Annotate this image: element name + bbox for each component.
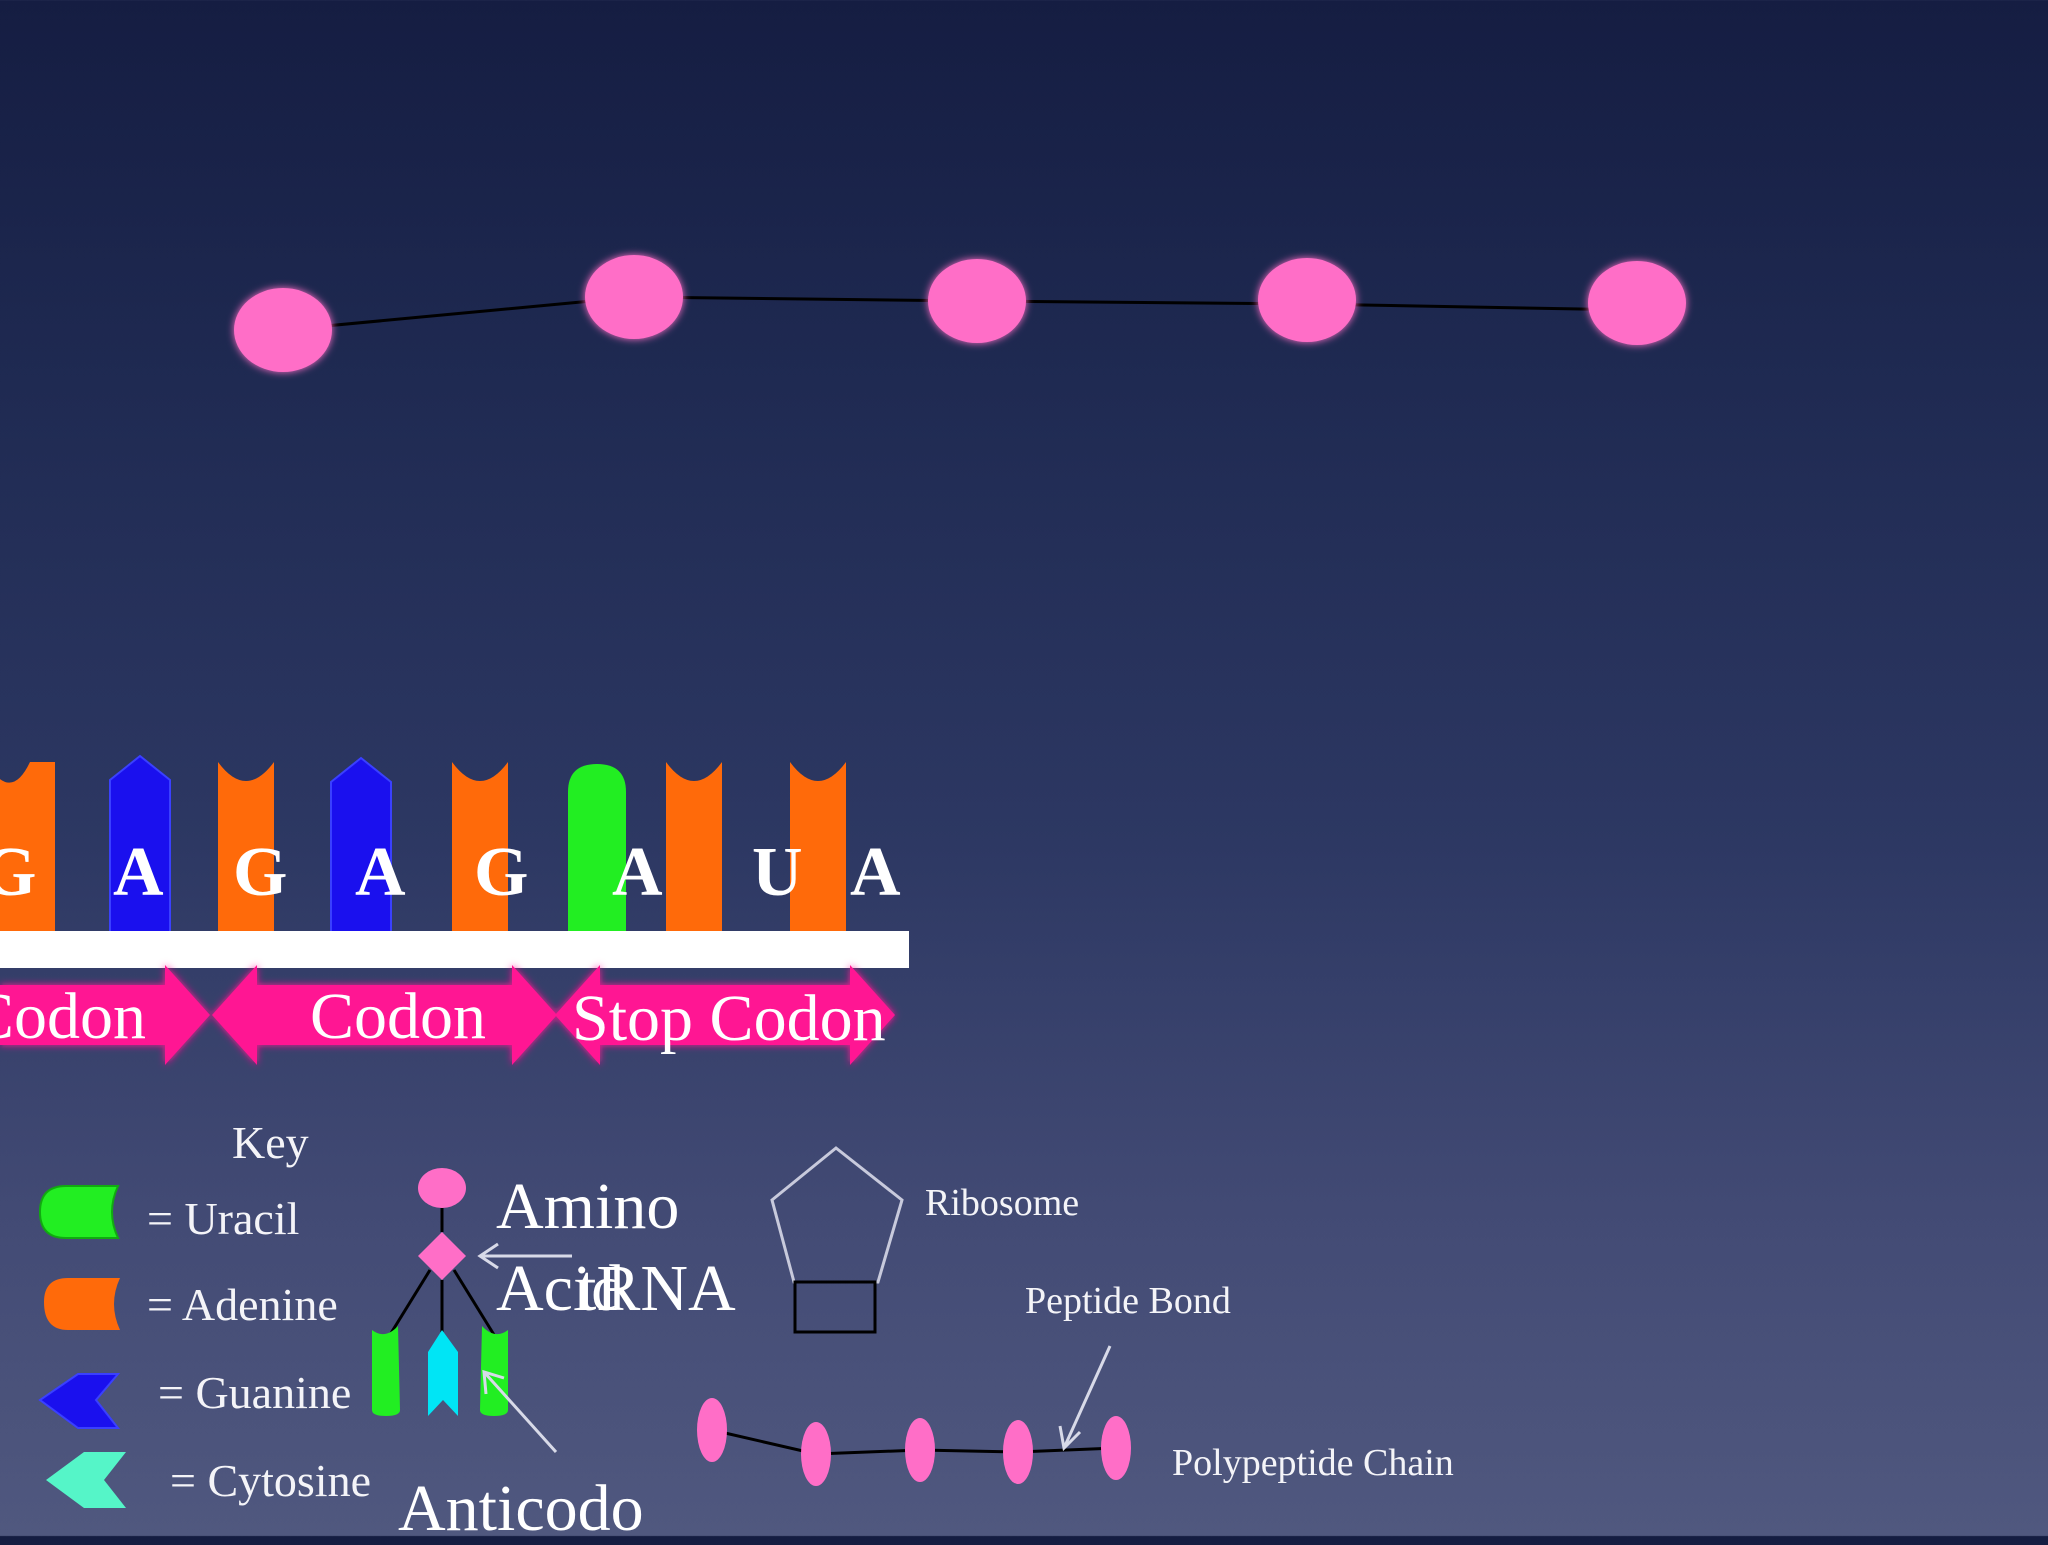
cytosine-icon: [46, 1452, 126, 1508]
key-label-cytosine: = Cytosine: [170, 1455, 372, 1506]
key-label-uracil: = Uracil: [147, 1193, 300, 1244]
stop-codon-label: Stop Codon: [572, 982, 886, 1055]
pointer-arrow: [482, 1370, 558, 1454]
amino-acid-bead: [1258, 258, 1356, 342]
amino-acid-bead: [585, 255, 683, 339]
chain-bead: [1101, 1416, 1131, 1480]
chain-bead: [1003, 1420, 1033, 1484]
anticodon-uracil: [372, 1326, 400, 1416]
chain-bead: [905, 1418, 935, 1482]
uracil-icon: [38, 1185, 120, 1239]
acid-label: Acid: [496, 1252, 625, 1325]
codon-label: Codon: [0, 980, 147, 1053]
codon-arrow: [212, 965, 557, 1065]
codon-arrows: [0, 965, 895, 1065]
anticodon-label: Anticodo: [398, 1472, 644, 1545]
amino-label: Amino: [496, 1170, 680, 1243]
adenine-base: [218, 762, 274, 932]
peptide-bond-arrow: [1062, 1345, 1112, 1449]
trna-label: tRNA: [578, 1252, 736, 1325]
anticodon-cytosine: [428, 1330, 458, 1416]
amino-acid-bead: [928, 259, 1026, 343]
polypeptide-chain: [697, 1345, 1131, 1486]
base-letter: G: [233, 834, 288, 911]
base-letter: U: [752, 834, 803, 911]
polypeptide-chain-label: Polypeptide Chain: [1172, 1442, 1454, 1484]
codon-arrow: [0, 965, 210, 1065]
key-icons: [38, 1185, 126, 1508]
trna-molecule: [372, 1168, 572, 1454]
codon-label: Codon: [310, 980, 487, 1053]
peptide-bond-label: Peptide Bond: [1025, 1280, 1231, 1322]
trna-amino-acid: [418, 1168, 466, 1208]
ribosome-icon: [770, 1146, 904, 1334]
mrna-bases: [0, 754, 846, 933]
ribosome-label: Ribosome: [925, 1182, 1080, 1224]
base-letter: A: [355, 834, 406, 911]
key-title: Key: [232, 1117, 309, 1168]
key-label-adenine: = Adenine: [147, 1279, 338, 1330]
guanine-icon: [38, 1373, 121, 1429]
uracil-base: [568, 764, 626, 932]
chain-bead: [697, 1398, 727, 1462]
adenine-base: [790, 762, 846, 932]
key-label-guanine: = Guanine: [158, 1367, 352, 1418]
mrna-strand: [0, 931, 909, 968]
top-amino-acid-chain: [234, 255, 1686, 372]
base-letter: A: [850, 834, 901, 911]
trna-attachment-diamond: [418, 1232, 466, 1280]
base-letter: A: [612, 834, 663, 911]
adenine-base: [666, 762, 722, 932]
adenine-base: [452, 762, 508, 932]
base-letter: G: [474, 834, 529, 911]
stop-codon-arrow: [555, 965, 895, 1065]
amino-acid-bead: [1588, 261, 1686, 345]
base-letter: G: [0, 834, 37, 911]
adenine-icon: [44, 1278, 120, 1330]
base-letter: A: [113, 834, 164, 911]
amino-acid-bead: [234, 288, 332, 372]
adenine-base: [0, 762, 55, 932]
chain-bead: [801, 1422, 831, 1486]
